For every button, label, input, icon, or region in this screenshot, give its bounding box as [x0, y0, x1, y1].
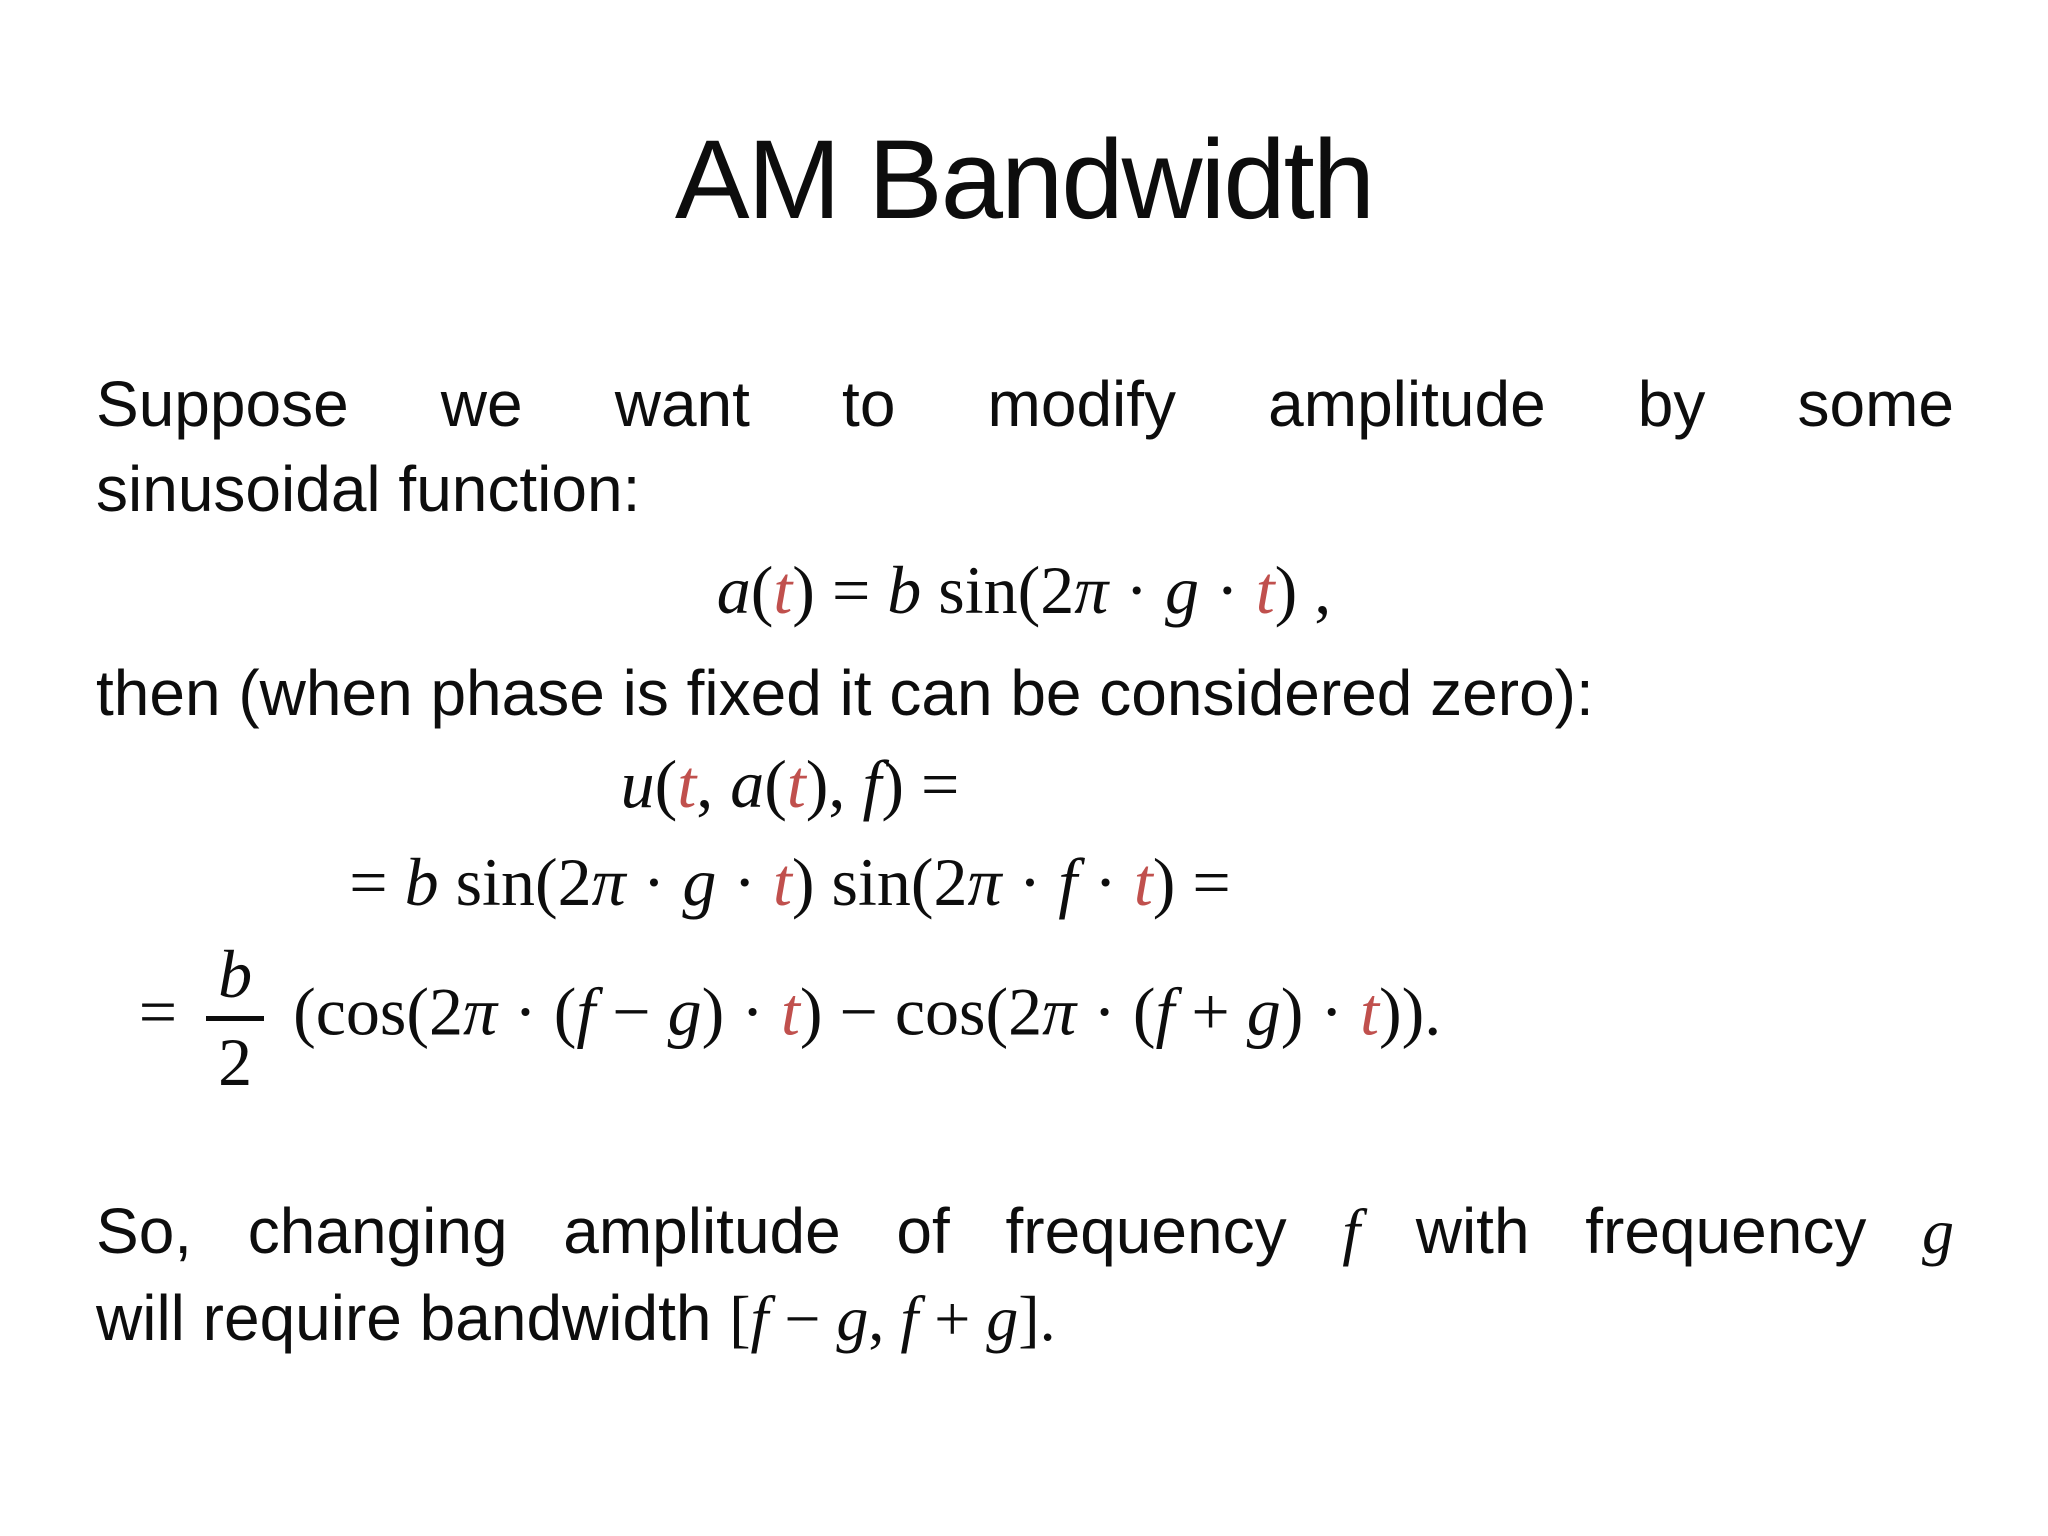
- math-segment: f: [576, 973, 596, 1050]
- math-segment: t: [1133, 844, 1153, 921]
- math-segment: (cos(2: [276, 973, 463, 1050]
- math-segment: b: [404, 844, 439, 921]
- math-segment: t: [1360, 973, 1379, 1050]
- math-segment: π: [591, 844, 626, 921]
- math-segment: t: [773, 552, 793, 628]
- math-segment: ) ·: [1280, 973, 1361, 1050]
- math-segment: π: [1074, 552, 1109, 628]
- math-segment: · (: [1076, 973, 1156, 1050]
- math-segment: −: [595, 973, 668, 1050]
- math-segment: u: [620, 746, 655, 822]
- math-segment: f: [750, 1283, 769, 1355]
- math-segment: t: [780, 973, 800, 1050]
- math-segment: ) =: [792, 552, 888, 628]
- math-segment: a: [730, 746, 765, 822]
- math-segment: · (: [497, 973, 577, 1050]
- math-segment: ·: [1108, 552, 1166, 628]
- math-segment: π: [967, 844, 1002, 921]
- math-segment: g: [667, 973, 702, 1050]
- math-segment: ) − cos(2: [799, 973, 1043, 1050]
- math-segment: ·: [716, 844, 773, 921]
- math-segment: ) =: [881, 746, 960, 822]
- math-segment: −: [768, 1283, 837, 1355]
- math-segment: f: [900, 1283, 919, 1355]
- math-segment: ·: [1077, 844, 1134, 921]
- math-segment: +: [918, 1283, 987, 1355]
- math-segment: ·: [625, 844, 683, 921]
- math-segment: =: [349, 844, 405, 921]
- math-segment: sin(2: [921, 552, 1075, 628]
- math-segment: π: [463, 973, 498, 1050]
- math-segment: =: [138, 973, 195, 1050]
- math-segment: g: [836, 1283, 869, 1355]
- math-segment: ,: [868, 1283, 901, 1355]
- math-segment: f: [862, 746, 882, 822]
- math-segment: (: [654, 746, 678, 822]
- intro-line-1: Suppose we want to modify amplitude by s…: [96, 368, 1954, 440]
- math-segment: g: [986, 1283, 1019, 1355]
- math-segment: )).: [1378, 973, 1442, 1050]
- conclusion-paragraph: So, changing amplitude of frequency f wi…: [96, 1188, 1954, 1363]
- math-segment: t: [786, 746, 806, 822]
- math-segment: f: [1058, 844, 1078, 921]
- intro-paragraph: Suppose we want to modify amplitude by s…: [96, 362, 1954, 532]
- math-segment: g: [1165, 552, 1200, 628]
- math-segment: ·: [1001, 844, 1059, 921]
- math-segment: t: [1255, 552, 1275, 628]
- formula-u-definition: u(t, a(t), f) =: [0, 740, 1580, 828]
- math-segment: t: [677, 746, 697, 822]
- math-segment: ) ,: [1274, 552, 1332, 628]
- math-segment: b: [887, 552, 922, 628]
- conclusion-line-1: So, changing amplitude of frequency f wi…: [96, 1188, 1954, 1275]
- math-segment: ) ·: [701, 973, 781, 1050]
- conclusion-line-2: will require bandwidth [f − g, f + g].: [96, 1275, 1954, 1362]
- slide-title: AM Bandwidth: [674, 117, 1375, 242]
- math-segment: f: [1342, 1196, 1361, 1267]
- math-segment: f: [1155, 973, 1175, 1050]
- math-segment: So, changing amplitude of frequency: [96, 1195, 1343, 1267]
- math-segment: g: [682, 844, 717, 921]
- math-segment: t: [772, 844, 792, 921]
- math-segment: ·: [1199, 552, 1256, 628]
- math-segment: (: [764, 746, 787, 822]
- math-segment: [: [729, 1283, 751, 1355]
- math-segment: will require bandwidth: [96, 1282, 730, 1355]
- math-segment: π: [1042, 973, 1077, 1050]
- math-segment: ),: [805, 746, 863, 822]
- derivation-block: u(t, a(t), f) = = b sin(2π · g · t) sin(…: [0, 740, 1580, 1111]
- math-segment: ) sin(2: [791, 844, 968, 921]
- math-segment: g: [1246, 973, 1281, 1050]
- math-segment: a: [716, 552, 751, 628]
- math-segment: ].: [1018, 1283, 1056, 1355]
- math-segment: ) =: [1152, 844, 1231, 921]
- math-segment: g: [1922, 1196, 1955, 1267]
- formula-product-of-sines: = b sin(2π · g · t) sin(2π · f · t) =: [0, 838, 1580, 926]
- formula-envelope: a(t) = b sin(2π · g · t) ,: [0, 546, 2048, 634]
- math-segment: +: [1174, 973, 1247, 1050]
- math-segment: with frequency: [1360, 1195, 1923, 1267]
- math-segment: ,: [696, 746, 731, 822]
- intro-line-2: sinusoidal function:: [96, 453, 641, 526]
- math-segment: (: [750, 552, 774, 628]
- math-segment: sin(2: [438, 844, 592, 921]
- phase-note-paragraph: then (when phase is fixed it can be cons…: [96, 657, 1594, 729]
